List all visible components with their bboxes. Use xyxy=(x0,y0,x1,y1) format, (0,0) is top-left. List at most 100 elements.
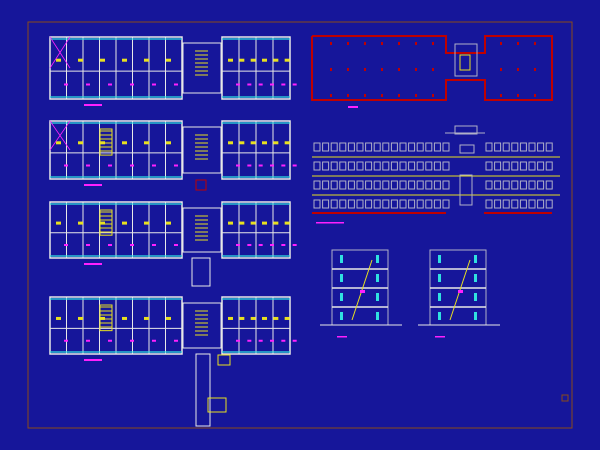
plan-title xyxy=(84,184,102,186)
window xyxy=(313,180,321,190)
floor-plan-4 xyxy=(49,296,297,361)
column xyxy=(330,68,332,71)
furniture xyxy=(228,316,233,320)
window-section xyxy=(376,255,379,263)
stair-core xyxy=(182,126,222,174)
floor-plan-1 xyxy=(49,36,297,106)
column xyxy=(432,68,434,71)
column xyxy=(398,42,400,45)
furniture xyxy=(122,58,127,62)
furniture xyxy=(78,316,83,320)
window xyxy=(528,142,536,152)
column xyxy=(381,94,383,97)
furniture xyxy=(273,141,279,145)
window xyxy=(339,180,347,190)
window xyxy=(511,142,519,152)
room-label xyxy=(86,164,90,167)
window xyxy=(382,180,390,190)
window xyxy=(528,199,536,209)
room-label xyxy=(270,244,274,246)
furniture xyxy=(273,221,279,225)
column xyxy=(500,94,502,97)
window xyxy=(442,199,450,209)
room-label xyxy=(247,339,252,342)
window xyxy=(416,180,424,190)
window xyxy=(356,142,364,152)
room-label xyxy=(152,83,156,86)
room-label xyxy=(174,164,178,167)
window-section xyxy=(340,274,343,282)
window xyxy=(408,180,416,190)
north-arrow-symbol xyxy=(561,394,569,402)
column xyxy=(517,68,519,71)
window xyxy=(356,180,364,190)
room-label xyxy=(281,83,286,86)
window xyxy=(433,142,441,152)
window xyxy=(365,142,373,152)
room-label xyxy=(258,339,263,342)
annex-wall xyxy=(195,179,207,191)
window xyxy=(373,180,381,190)
room-label xyxy=(281,244,286,246)
stair xyxy=(99,304,113,332)
room-label xyxy=(270,83,274,86)
furniture xyxy=(166,316,171,320)
window-section xyxy=(438,312,441,320)
room-label xyxy=(130,164,134,167)
window-section xyxy=(474,274,477,282)
window xyxy=(408,161,416,171)
window xyxy=(330,161,338,171)
column xyxy=(364,94,366,97)
window xyxy=(373,142,381,152)
furniture xyxy=(250,58,256,62)
column xyxy=(432,42,434,45)
roof-stair xyxy=(454,43,478,77)
plan-title xyxy=(84,263,102,265)
window xyxy=(339,199,347,209)
furniture xyxy=(144,316,149,320)
furniture xyxy=(239,58,245,62)
window-section xyxy=(376,293,379,301)
stair xyxy=(99,128,113,156)
room-label xyxy=(292,244,297,246)
window xyxy=(433,199,441,209)
window xyxy=(442,142,450,152)
column xyxy=(415,68,417,71)
window xyxy=(537,180,545,190)
annex-stair xyxy=(207,397,227,413)
room-label xyxy=(236,339,240,342)
column xyxy=(347,94,349,97)
window xyxy=(425,161,433,171)
window xyxy=(313,161,321,171)
window xyxy=(322,180,330,190)
furniture xyxy=(122,221,127,225)
furniture xyxy=(228,221,233,225)
label-mark xyxy=(458,290,463,293)
window-section xyxy=(438,274,441,282)
window-section xyxy=(376,274,379,282)
window xyxy=(373,199,381,209)
stair-core xyxy=(182,207,222,253)
room-label xyxy=(130,83,134,86)
window xyxy=(313,199,321,209)
window-section xyxy=(340,312,343,320)
furniture xyxy=(250,141,256,145)
furniture xyxy=(100,221,105,225)
room-label xyxy=(108,244,112,246)
room-label xyxy=(64,244,68,246)
window xyxy=(485,180,493,190)
window xyxy=(356,199,364,209)
window xyxy=(313,142,321,152)
window xyxy=(416,161,424,171)
window xyxy=(502,180,510,190)
sheet-border xyxy=(27,21,573,429)
window xyxy=(545,180,553,190)
window xyxy=(494,180,502,190)
window xyxy=(399,180,407,190)
window xyxy=(373,161,381,171)
window xyxy=(322,161,330,171)
column xyxy=(432,94,434,97)
window xyxy=(494,161,502,171)
window xyxy=(390,161,398,171)
